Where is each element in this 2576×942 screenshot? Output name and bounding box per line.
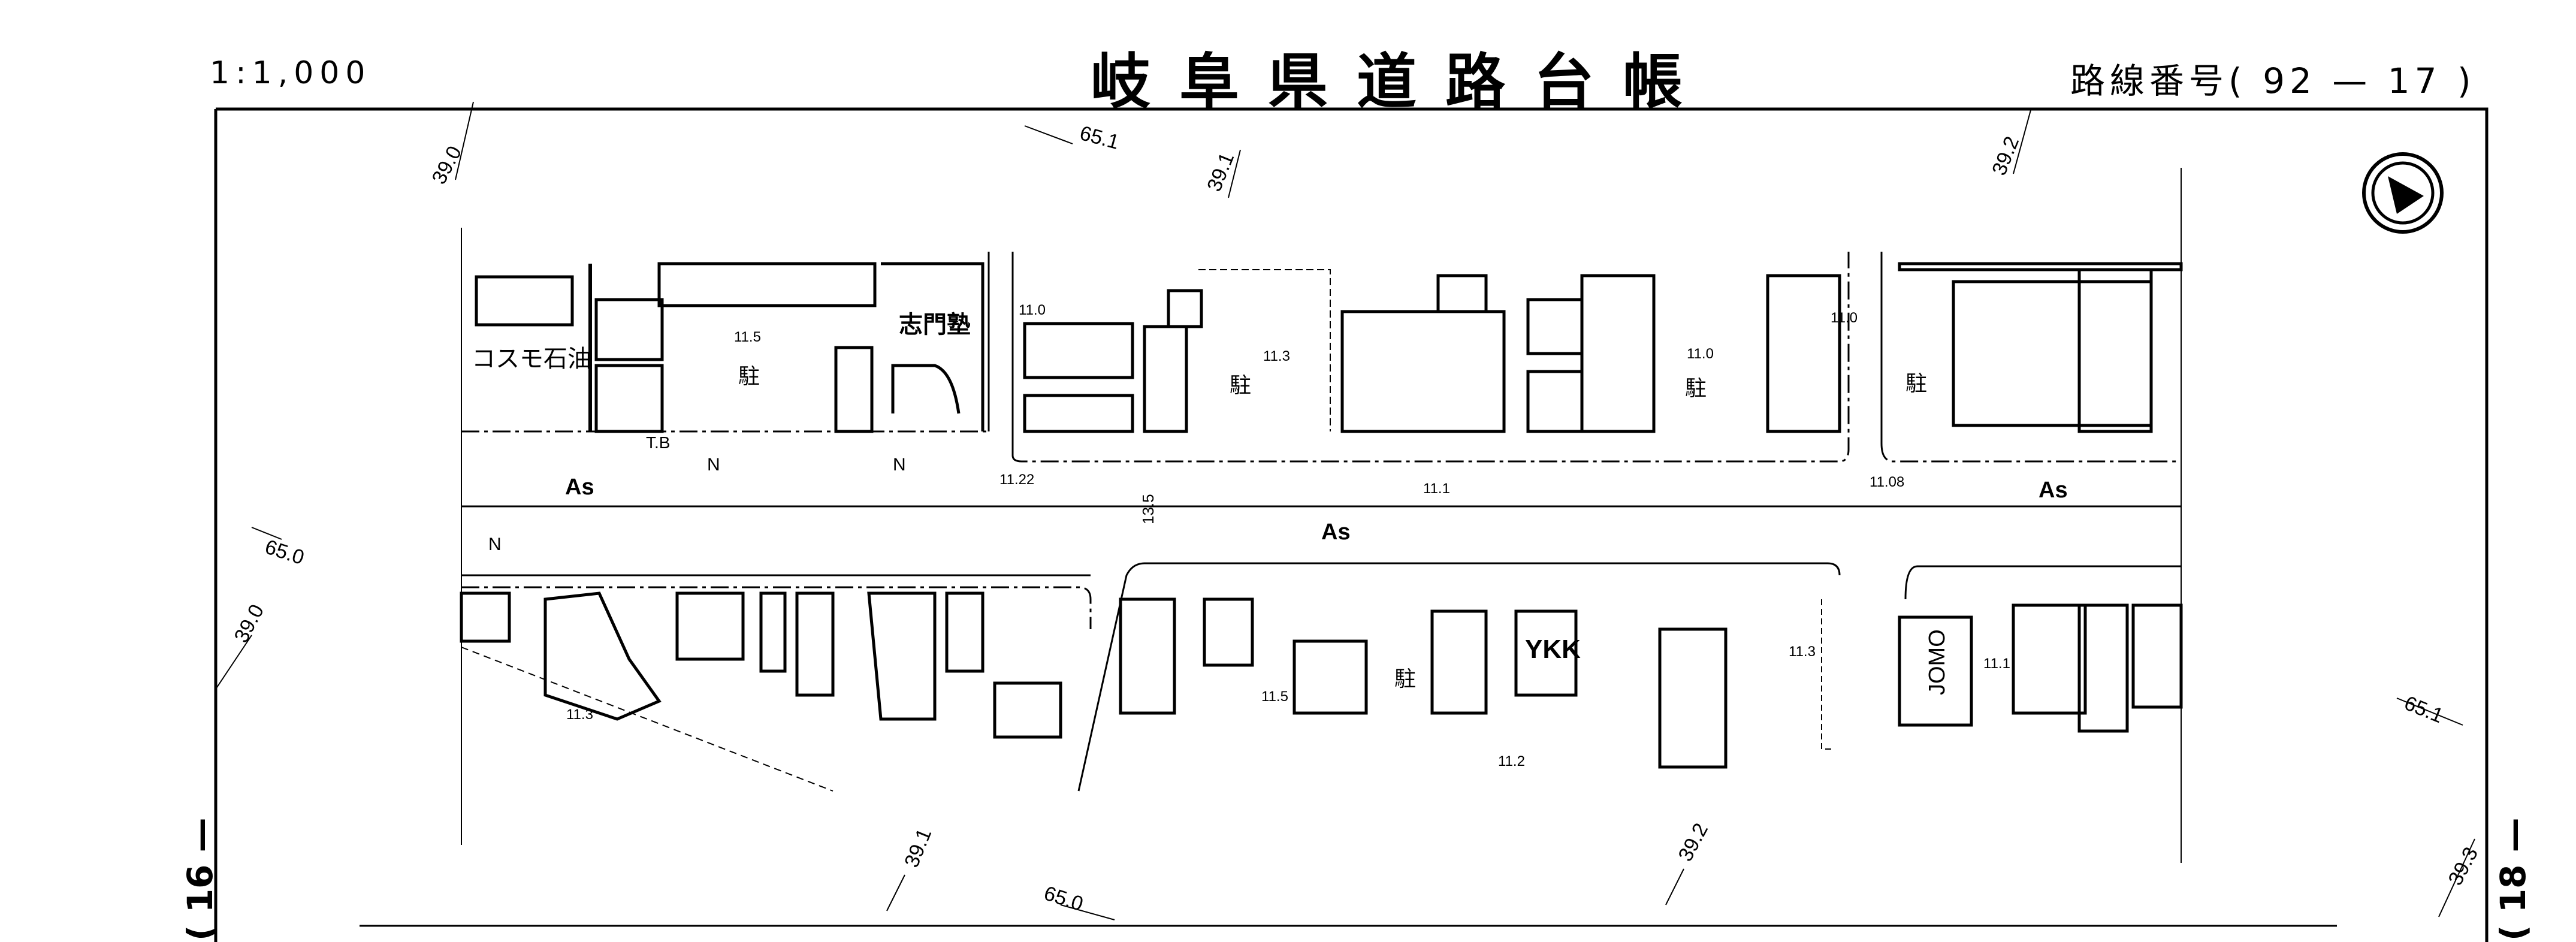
grid-coordinate-labels: 39.0 65.1 39.1 39.2 65.0 39.0 65.1 39.1 … xyxy=(230,122,2483,916)
svg-text:11.2: 11.2 xyxy=(1498,753,1525,769)
svg-text:65.0: 65.0 xyxy=(262,535,307,569)
svg-text:11.5: 11.5 xyxy=(1261,689,1288,705)
label-tb: T.B xyxy=(646,433,670,452)
svg-text:11.0: 11.0 xyxy=(1831,310,1858,326)
grid-lines xyxy=(215,101,2475,920)
svg-text:11.3: 11.3 xyxy=(1263,348,1290,364)
label-jomo: JOMO xyxy=(1925,629,1950,695)
svg-text:駐: 駐 xyxy=(1230,373,1251,397)
svg-text:駐: 駐 xyxy=(738,364,760,388)
route-number: 路線番号( 92 — 17 ) xyxy=(2070,61,2476,101)
svg-text:65.1: 65.1 xyxy=(1077,122,1122,154)
svg-text:11.08: 11.08 xyxy=(1870,474,1904,490)
label-n: N xyxy=(893,455,906,475)
road-width-label: 13.5 xyxy=(1139,494,1157,524)
label-n: N xyxy=(488,535,502,554)
label-shimon: 志門塾 xyxy=(899,312,971,338)
buildings-south xyxy=(460,591,2183,769)
svg-text:11.22: 11.22 xyxy=(999,472,1034,488)
label-n: N xyxy=(707,455,720,475)
svg-text:39.1: 39.1 xyxy=(1203,149,1239,195)
label-cosmo: コスモ石油 xyxy=(472,346,591,372)
road-lines xyxy=(461,252,2181,792)
svg-text:65.0: 65.0 xyxy=(1041,881,1086,916)
map-frame xyxy=(216,107,2489,942)
svg-text:39.2: 39.2 xyxy=(1674,819,1713,865)
svg-text:11.3: 11.3 xyxy=(1789,644,1816,660)
svg-text:39.0: 39.0 xyxy=(428,142,467,188)
svg-text:39.1: 39.1 xyxy=(900,825,936,871)
road-surface-label: As xyxy=(2039,478,2068,503)
road-surface-label: As xyxy=(565,475,594,500)
svg-text:11.0: 11.0 xyxy=(1687,346,1714,362)
parking-symbols: 駐 駐 駐 駐 駐 xyxy=(738,364,1927,691)
buildings-north xyxy=(475,262,2183,433)
svg-text:駐: 駐 xyxy=(1394,666,1416,691)
svg-text:駐: 駐 xyxy=(1905,371,1927,395)
svg-text:11.0: 11.0 xyxy=(1019,302,1046,318)
elevation-labels: 11.5 11.0 11.3 11.0 11.0 11.22 11.1 11.0… xyxy=(566,302,2010,769)
svg-text:11.5: 11.5 xyxy=(734,329,761,345)
svg-text:39.3: 39.3 xyxy=(2444,843,2483,889)
road-surface-label: As xyxy=(1321,520,1351,545)
page-title: 岐阜県道路台帳 xyxy=(1091,47,1711,117)
svg-text:65.1: 65.1 xyxy=(2401,692,2447,727)
svg-text:39.0: 39.0 xyxy=(230,600,269,646)
label-ykk: YKK xyxy=(1525,635,1581,664)
svg-text:11.1: 11.1 xyxy=(1423,481,1450,497)
map-scale: 1:1,000 xyxy=(210,55,372,91)
svg-text:駐: 駐 xyxy=(1685,376,1707,400)
north-arrow-icon xyxy=(2362,152,2444,234)
svg-text:11.3: 11.3 xyxy=(566,707,593,723)
svg-text:11.1: 11.1 xyxy=(1983,656,2010,672)
